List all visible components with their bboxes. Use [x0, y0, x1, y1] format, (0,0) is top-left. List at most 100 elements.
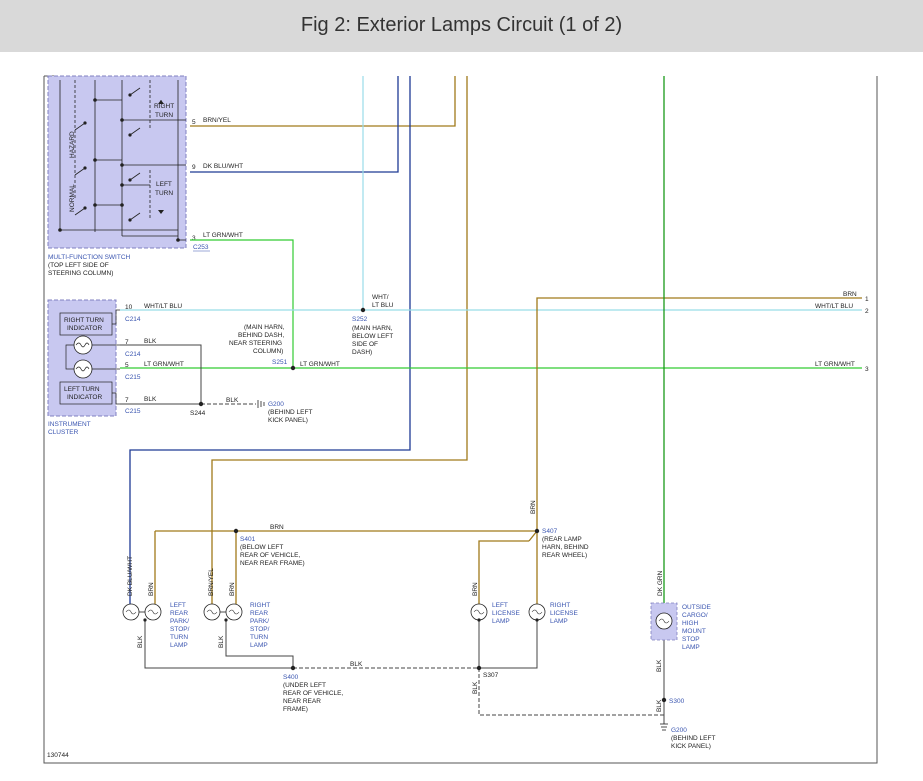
left-rear-lamp-label-1: LEFT	[170, 602, 186, 609]
switch-contact-dots	[58, 93, 180, 242]
left-turn-bulb-filament	[75, 366, 90, 372]
splice-s407-desc-1: (REAR LAMP	[542, 536, 582, 543]
left-license-brn-label: BRN	[472, 582, 479, 596]
s307-blk-label: BLK	[472, 681, 479, 694]
splice-s401-desc-3: NEAR REAR FRAME)	[240, 560, 305, 567]
splice-s252-wire-2: LT BLU	[372, 302, 394, 309]
high-mount-blk-label: BLK	[656, 659, 663, 672]
circuit-diagram: HAZARD NORMAL RIGHT TURN LEFT TURN MULTI…	[43, 75, 878, 764]
wire-brn-to-s407	[536, 297, 862, 531]
left-license-lamp-symbol	[470, 603, 488, 622]
switch-internal-dashes	[74, 80, 151, 220]
splice-s307-label: S307	[483, 672, 499, 679]
cluster-pin-10: 10	[125, 304, 133, 311]
splice-s244-dot	[198, 401, 204, 407]
wire-dk-blu-wht-top	[190, 76, 399, 173]
right-pin-1: 1	[865, 296, 869, 303]
right-rear-lamp-label-3: PARK/	[250, 618, 269, 625]
right-rear-brn-yel-label: BRN/YEL	[208, 568, 215, 596]
splice-s300-dot	[661, 697, 667, 703]
splice-s401-desc-2: REAR OF VEHICLE,	[240, 552, 301, 559]
left-rear-blk-label: BLK	[137, 635, 144, 648]
left-turn-indicator-label-1: LEFT TURN	[64, 386, 100, 393]
splice-s252-desc-4: DASH)	[352, 349, 372, 356]
left-rear-lamp-label-4: STOP/	[170, 626, 190, 633]
diagram-id: 130744	[47, 752, 69, 759]
right-license-lamp-symbol	[528, 603, 546, 622]
cluster-pin-5: 5	[125, 362, 129, 369]
splice-s407-label: S407	[542, 528, 558, 535]
right-wire-lt-grn-wht-label: LT GRN/WHT	[815, 361, 855, 368]
splice-s252-label: S252	[352, 316, 368, 323]
high-mount-lamp-label-3: HIGH	[682, 620, 699, 627]
left-rear-lamp-label-5: TURN	[170, 634, 188, 641]
s300-blk-label: BLK	[656, 699, 663, 712]
splice-s401-desc-1: (BELOW LEFT	[240, 544, 283, 551]
splice-s401-label: S401	[240, 536, 256, 543]
switch-internal-lines	[59, 80, 186, 241]
splice-s407-desc-2: HARN, BEHIND	[542, 544, 589, 551]
splice-s400-desc-3: NEAR REAR	[283, 698, 321, 705]
splice-s407-desc-3: REAR WHEEL)	[542, 552, 587, 559]
right-turn-bulb	[73, 335, 93, 355]
cluster-title: INSTRUMENT	[48, 421, 91, 428]
ground-g200-bottom-desc-1: (BEHIND LEFT	[671, 735, 715, 742]
multi-function-switch-box	[47, 75, 187, 249]
ground-g200-top-symbol	[257, 400, 265, 408]
ground-g200-bottom-label: G200	[671, 727, 687, 734]
right-license-lamp-label-2: LICENSE	[550, 610, 578, 617]
switch-pin-5: 5	[192, 119, 196, 126]
cluster-c214-a: C214	[125, 316, 141, 323]
wire-blk-right-rear-lamp	[225, 620, 294, 668]
splice-s252-wire-1: WHT/	[372, 294, 389, 301]
splice-s307-dot	[476, 665, 482, 671]
splice-s400-dot	[290, 665, 296, 671]
cluster-wire-wht-lt-blu: WHT/LT BLU	[144, 303, 182, 310]
switch-wire-lt-grn-wht: LT GRN/WHT	[203, 232, 243, 239]
ground-g200-top-label: G200	[268, 401, 284, 408]
switch-title: MULTI-FUNCTION SWITCH	[48, 254, 131, 261]
wire-lt-grn-wht-switch	[190, 239, 294, 368]
high-mount-lamp-symbol	[655, 612, 673, 630]
switch-wire-dk-blu-wht: DK BLU/WHT	[203, 163, 243, 170]
right-turn-bulb-filament	[75, 342, 90, 348]
ground-g200-bottom-symbol	[660, 723, 668, 731]
left-turn-bulb	[73, 359, 93, 379]
cluster-internal-lines	[65, 309, 120, 405]
right-rear-lamp-label-5: TURN	[250, 634, 268, 641]
left-rear-lamp-label-2: REAR	[170, 610, 188, 617]
splice-s252-desc-2: BELOW LEFT	[352, 333, 393, 340]
switch-desc-1: (TOP LEFT SIDE OF	[48, 262, 109, 269]
lt-grn-wht-main-label: LT GRN/WHT	[300, 361, 340, 368]
right-wire-wht-lt-blu-label: WHT/LT BLU	[815, 303, 853, 310]
left-rear-lamp-label-3: PARK/	[170, 618, 189, 625]
right-rear-lamp-label-4: STOP/	[250, 626, 270, 633]
splice-s401-dot	[233, 528, 239, 534]
splice-s252-desc-3: SIDE OF	[352, 341, 378, 348]
page-title: Fig 2: Exterior Lamps Circuit (1 of 2)	[300, 14, 623, 36]
switch-pin-3: 3	[192, 235, 196, 242]
high-mount-dk-grn-label: DK GRN	[657, 570, 664, 596]
splice-s407-dot	[534, 528, 540, 534]
splice-s300-label: S300	[669, 698, 685, 705]
left-license-lamp-label-1: LEFT	[492, 602, 508, 609]
splice-s251-desc-3: NEAR STEERING	[229, 340, 282, 347]
right-turn-indicator-label-1: RIGHT TURN	[64, 317, 104, 324]
splice-s251-desc-2: BEHIND DASH,	[238, 332, 284, 339]
blk-to-g200-label: BLK	[226, 397, 239, 404]
title-bar: Fig 2: Exterior Lamps Circuit (1 of 2)	[0, 0, 923, 52]
c253-label: C253	[193, 244, 209, 251]
right-pin-2: 2	[865, 308, 869, 315]
cluster-pin-7b: 7	[125, 397, 129, 404]
wire-blk-left-rear-lamp	[144, 620, 293, 669]
cluster-wire-blk-a: BLK	[144, 338, 157, 345]
normal-label: NORMAL	[69, 184, 76, 212]
cluster-c215-b: C215	[125, 408, 141, 415]
wire-brn-yel-top	[190, 76, 456, 127]
switch-wire-brn-yel: BRN/YEL	[203, 117, 231, 124]
high-mount-lamp-label-1: OUTSIDE	[682, 604, 712, 611]
right-pin-3: 3	[865, 366, 869, 373]
right-license-lamp-label-1: RIGHT	[550, 602, 570, 609]
switch-pin-9: 9	[192, 164, 196, 171]
right-turn-label-2: TURN	[155, 112, 173, 119]
